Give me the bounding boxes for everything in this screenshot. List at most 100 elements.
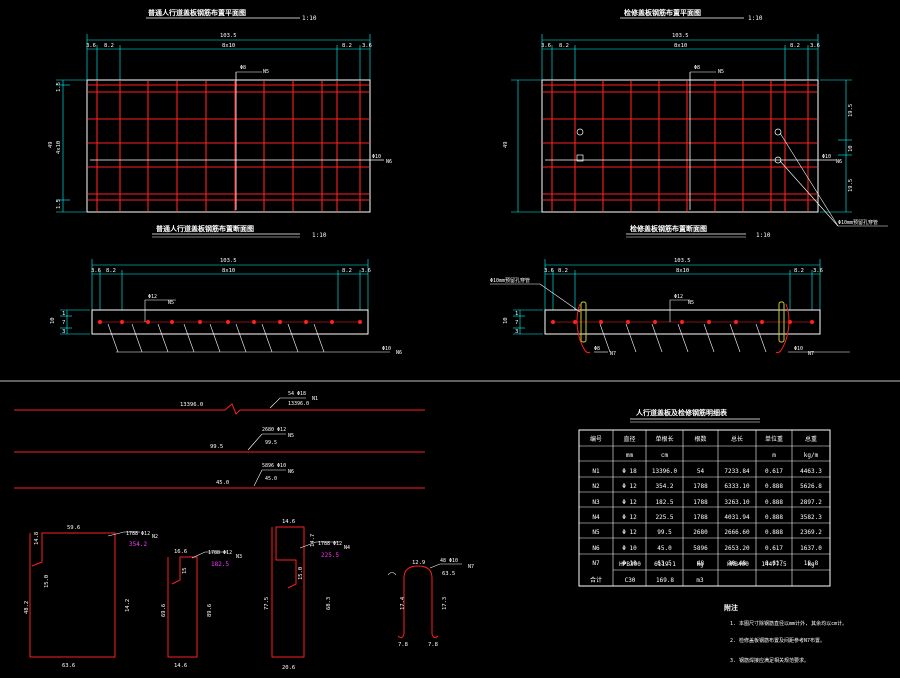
rebar-dot (707, 320, 711, 324)
rebar-dot (551, 320, 555, 324)
dim-top: 14.6 (282, 519, 295, 525)
leader (107, 531, 140, 537)
bar-line (14, 403, 425, 415)
table-border (578, 429, 831, 587)
note-line-2: 2. 检修盖板钢筋布置及间距参考N7布置。 (730, 637, 825, 644)
table-cell: 6333.10 (724, 483, 750, 490)
table-cell: 225.5 (655, 514, 673, 521)
bar-len: 354.2 (129, 541, 147, 548)
leader-tick (313, 323, 325, 353)
rebar-dot (810, 320, 814, 324)
leader-n6-id: N6 (836, 159, 842, 165)
notes: 附注 1. 本图尺寸除钢筋直径以mm计外, 其余均以cm计。 2. 检修盖板钢筋… (724, 603, 847, 664)
dim-right-2: 8.2 (794, 268, 804, 274)
rebar-dot (226, 320, 230, 324)
dim-height: 10 (50, 317, 56, 324)
bar-spec: 5896 Φ10 (262, 463, 286, 469)
table-cell: 48 (697, 560, 705, 567)
bar-detail-n6: 45.0 5896 Φ10 45.0 N6 (14, 463, 425, 489)
leader-tick (157, 323, 169, 353)
table-cell: Φ 10 (622, 560, 637, 567)
rebar-dot (680, 320, 684, 324)
dim-left-2: 8.2 (558, 268, 568, 274)
table-cell: N7 (592, 560, 600, 567)
table-cell: N6 (592, 545, 600, 552)
leader-n5-id: N5 (688, 300, 694, 306)
leader-n5-id: N5 (168, 300, 174, 306)
hole-marker (576, 128, 584, 136)
table-total-cell: 14477.5 (761, 561, 787, 568)
leader (253, 469, 286, 487)
dim-mid: 15.0 (44, 575, 50, 588)
dim-side-b: 7 (515, 320, 518, 326)
table-cell: 99.5 (657, 529, 672, 536)
table-grid (578, 429, 831, 587)
dim-right: 17.3 (442, 597, 448, 610)
dim-side-a: 1 (62, 311, 65, 317)
dim-side-l: 14.8 (34, 532, 40, 545)
notes-title: 附注 (724, 603, 738, 612)
view-title: 检修盖板钢筋布置断面图 (630, 224, 707, 233)
bar-hook-left (397, 633, 405, 639)
leader-tick (131, 323, 143, 353)
table-cell: Φ 12 (622, 514, 637, 521)
rebar-dots (98, 320, 362, 324)
table-cell: 0.617 (765, 545, 783, 552)
rebar-dot (599, 320, 603, 324)
hole-marker-square (576, 154, 584, 162)
bar-id: N3 (236, 554, 242, 560)
table-total-cell: C30 (625, 577, 636, 584)
bar-spec: 54 Φ18 (288, 391, 306, 397)
bar-shape (403, 565, 433, 634)
table-total-cell: kg (696, 561, 704, 568)
dim-right: 89.6 (207, 604, 213, 617)
table-cell: N1 (592, 468, 600, 475)
dim-right-2: 8.2 (342, 268, 352, 274)
table-cell: 5626.8 (800, 483, 822, 490)
rebar-dot (734, 320, 738, 324)
dim-right: 3.6 (361, 268, 371, 274)
bar-len: 63.5 (442, 571, 455, 577)
table-total-cell: HPB300 (619, 561, 641, 568)
leader-n5-spec: Φ12 (674, 294, 683, 300)
leader-tick (625, 323, 637, 353)
hook-bar-right (775, 303, 790, 354)
table-cell: 5896 (693, 545, 708, 552)
table-cell: N2 (592, 483, 600, 490)
note-line-1: 1. 本图尺寸除钢筋直径以mm计外, 其余均以cm计。 (730, 620, 847, 627)
dim-side-bot: 19.5 (848, 179, 854, 192)
bar-id: N5 (288, 433, 294, 439)
table-title: 人行道盖板及检修钢筋明细表 (636, 408, 728, 417)
tie-bar-right (778, 301, 785, 343)
rebar-dot (170, 320, 174, 324)
view-scale: 1:10 (302, 15, 317, 22)
table-cell: 1788 (693, 499, 708, 506)
bar-hook-right (431, 633, 439, 639)
rebar-dot (198, 320, 202, 324)
table-cell: 0.617 (765, 468, 783, 475)
dim-left-2: 8.2 (106, 268, 116, 274)
rebar-grid (88, 81, 369, 211)
rebar-dot (98, 320, 102, 324)
dimension-lines (56, 34, 371, 213)
dim-bottom: 14.6 (174, 663, 187, 669)
view-title: 检修盖板钢筋布置平面图 (624, 8, 701, 17)
dim-left: 3.6 (541, 43, 551, 49)
dim-total: 103.5 (220, 258, 237, 264)
leader-tick (261, 323, 273, 353)
dim-side-b: 7 (62, 320, 65, 326)
leader-n5 (669, 299, 690, 322)
dim-side: 14.7 (310, 534, 316, 547)
dim-left: 17.4 (400, 596, 406, 610)
bar-id: N7 (468, 564, 474, 570)
bar-left-label: 45.0 (216, 480, 229, 486)
rebar-dot (760, 320, 764, 324)
table-cell: 3582.3 (800, 514, 822, 521)
rebar-dot (252, 320, 256, 324)
bar-id: N1 (312, 396, 318, 402)
leader-n7-left-spec: Φ8 (594, 346, 600, 352)
dim-side-top: 19.5 (848, 104, 854, 117)
bar-detail-n4: 14.6 1788 Φ12 225.5 N4 14.7 15.0 77.5 68… (264, 519, 350, 671)
